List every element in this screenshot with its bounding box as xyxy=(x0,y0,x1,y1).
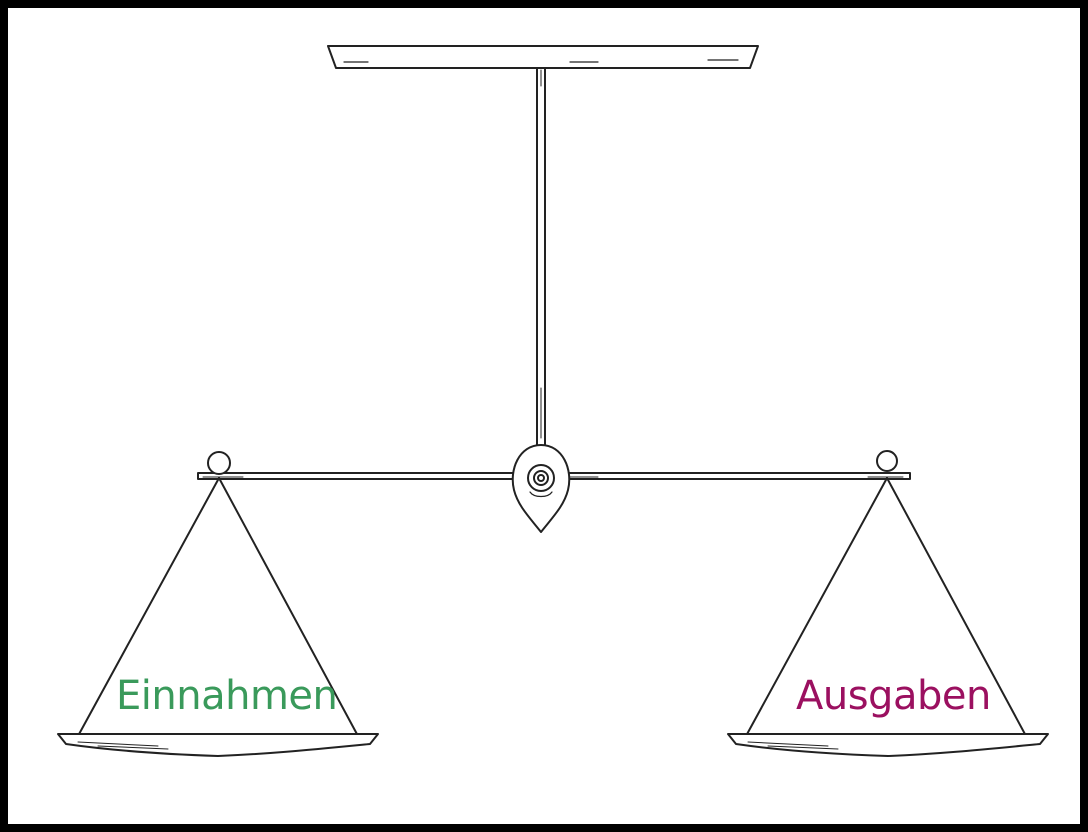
canvas-frame: Einnahmen Ausgaben xyxy=(8,8,1080,824)
expenses-label: Ausgaben xyxy=(796,673,991,719)
balance-scale-illustration xyxy=(57,45,1049,757)
center-pivot xyxy=(511,444,571,533)
left-beam-knob xyxy=(207,451,231,475)
right-beam-knob xyxy=(876,450,898,472)
right-pan xyxy=(727,733,1049,757)
ceiling-mount xyxy=(327,45,759,69)
left-pan-strings xyxy=(77,477,359,737)
hanging-rod xyxy=(536,67,546,449)
left-pan xyxy=(57,733,379,757)
right-pan-strings xyxy=(745,477,1027,737)
income-label: Einnahmen xyxy=(116,673,338,719)
